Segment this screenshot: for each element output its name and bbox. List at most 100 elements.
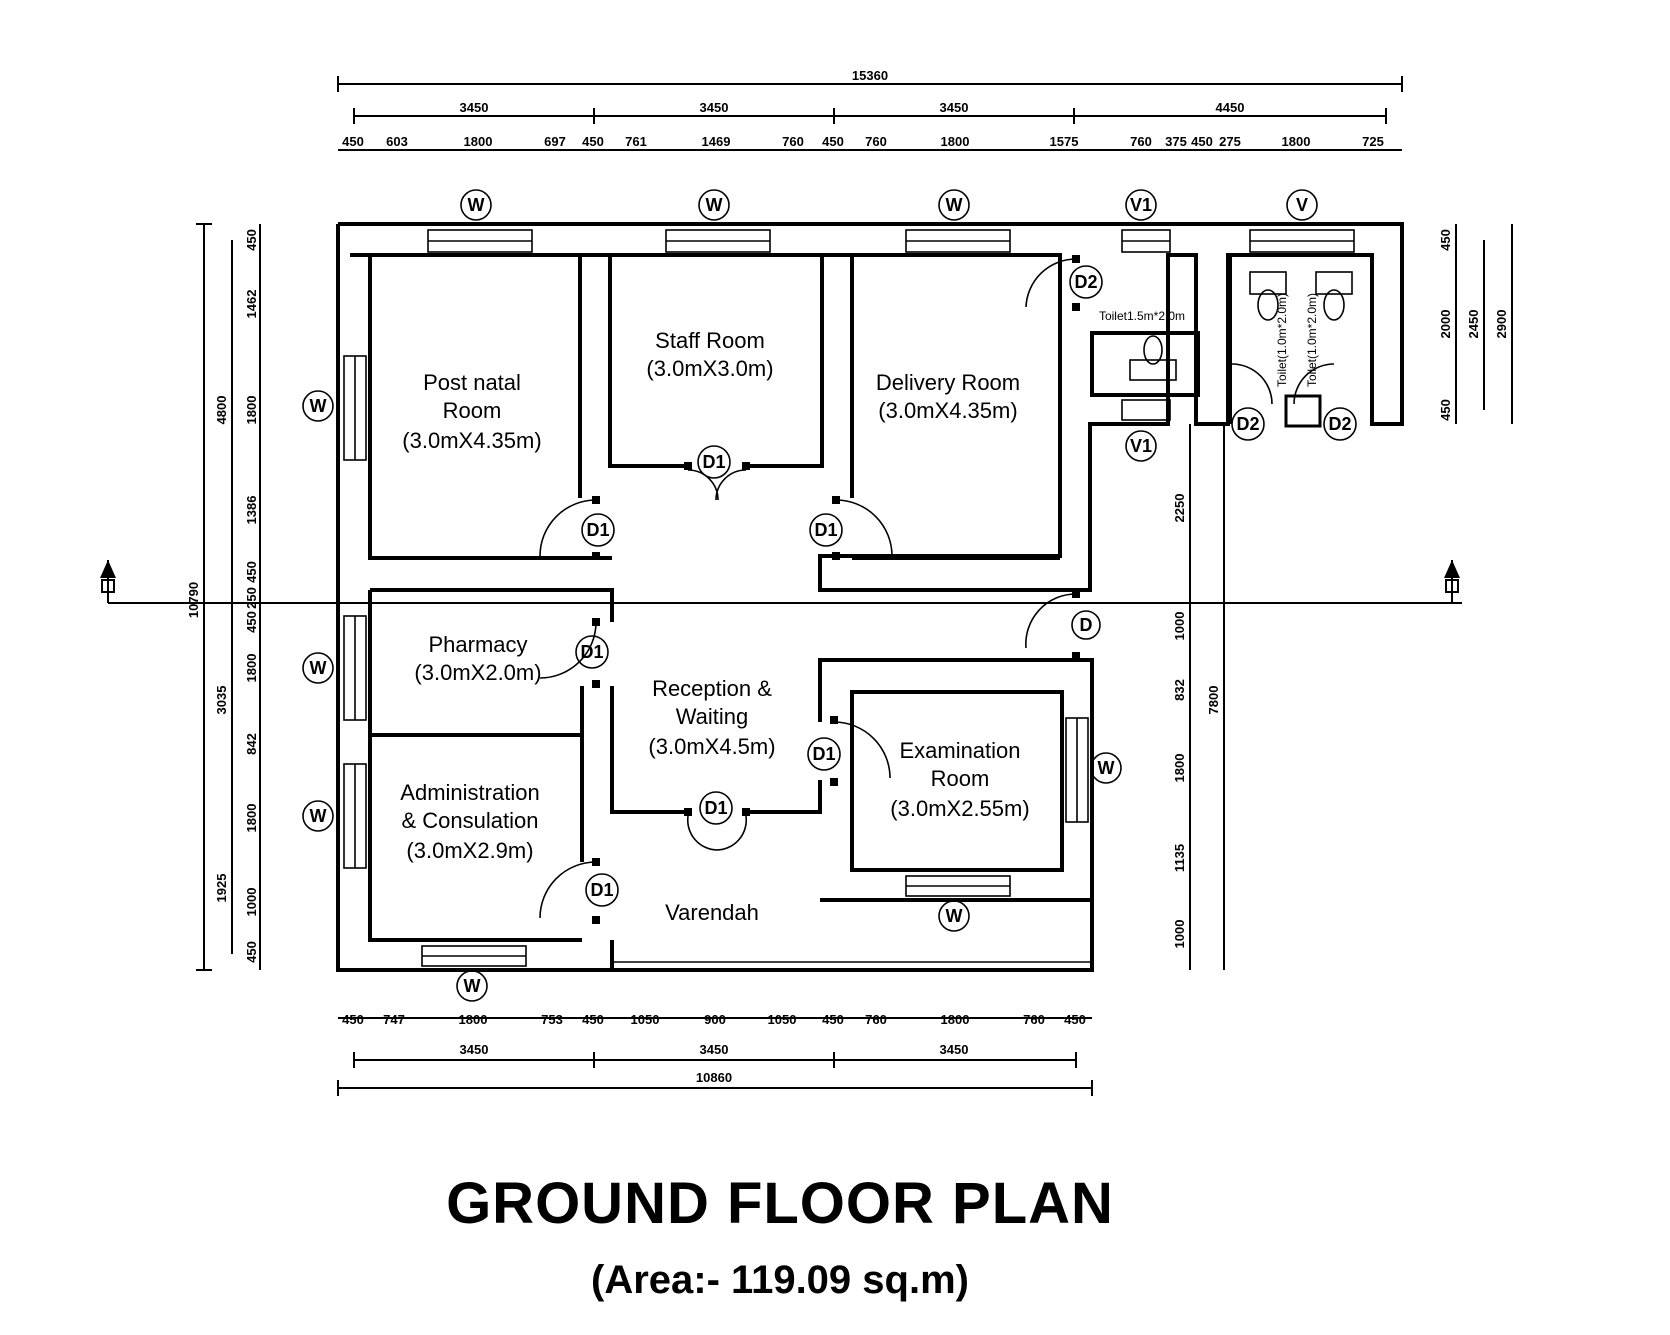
dim-toilet-detail-3: 450 bbox=[1438, 399, 1453, 421]
dim-bottom-overall: 10860 bbox=[696, 1070, 732, 1085]
room-delivery-name: Delivery Room bbox=[876, 370, 1020, 395]
dim-right-detail-4: 1800 bbox=[1172, 754, 1187, 783]
opening-tags: W W W V1 V V1 W W W W W W D1 D1 D1 D1 D1… bbox=[302, 189, 1357, 1002]
dim-bottom-detail-6: 1050 bbox=[631, 1012, 660, 1027]
room-toilet-small: Toilet1.5m*2.0m bbox=[1099, 309, 1185, 323]
dim-bottom-detail-4: 753 bbox=[541, 1012, 563, 1027]
dim-top-detail-2: 603 bbox=[386, 134, 408, 149]
dim-top-detail-10: 760 bbox=[865, 134, 887, 149]
dim-top-bay-4: 4450 bbox=[1216, 100, 1245, 115]
dim-top-detail-13: 760 bbox=[1130, 134, 1152, 149]
room-reception-size: (3.0mX4.5m) bbox=[648, 734, 775, 759]
dim-left-detail-4: 1386 bbox=[244, 496, 259, 525]
dim-left-detail-8: 1800 bbox=[244, 654, 259, 683]
tag-d2-3: D2 bbox=[1328, 414, 1351, 434]
dim-right-detail-6: 1000 bbox=[1172, 920, 1187, 949]
dim-top-detail-6: 761 bbox=[625, 134, 647, 149]
dim-top-detail-11: 1800 bbox=[941, 134, 970, 149]
room-examination-line2: Room bbox=[931, 766, 990, 791]
dim-bottom-detail-9: 450 bbox=[822, 1012, 844, 1027]
dim-left-lower-a: 3035 bbox=[214, 686, 229, 715]
room-admin-size: (3.0mX2.9m) bbox=[406, 838, 533, 863]
dim-bottom-detail-10: 760 bbox=[865, 1012, 887, 1027]
room-reception-line1: Reception & bbox=[652, 676, 772, 701]
dim-bottom-detail-11: 1800 bbox=[941, 1012, 970, 1027]
dim-toilet-detail-1: 450 bbox=[1438, 229, 1453, 251]
room-pharmacy-size: (3.0mX2.0m) bbox=[414, 660, 541, 685]
room-post-natal-size: (3.0mX4.35m) bbox=[402, 428, 541, 453]
dim-top-detail-3: 1800 bbox=[464, 134, 493, 149]
toilet-fixtures bbox=[1129, 271, 1353, 381]
dim-bottom-detail-13: 450 bbox=[1064, 1012, 1086, 1027]
dim-top-detail-18: 725 bbox=[1362, 134, 1384, 149]
dim-left-detail-1: 450 bbox=[244, 229, 259, 251]
room-delivery-size: (3.0mX4.35m) bbox=[878, 398, 1017, 423]
tag-d1-3: D1 bbox=[814, 520, 837, 540]
dim-left-detail: 450 1462 1800 1386 450 250 450 1800 842 … bbox=[244, 229, 259, 963]
tag-w-8: W bbox=[946, 906, 963, 926]
section-line bbox=[100, 560, 1462, 604]
dim-top-detail-12: 1575 bbox=[1050, 134, 1079, 149]
tag-v1-bottom: V1 bbox=[1130, 436, 1152, 456]
room-staff-name: Staff Room bbox=[655, 328, 765, 353]
dim-right-detail: 2250 1000 832 1800 1135 1000 bbox=[1172, 494, 1187, 949]
dim-top-detail-16: 275 bbox=[1219, 134, 1241, 149]
walls bbox=[336, 222, 1404, 972]
room-toilet-a: Toilet(1.0m*2.0m) bbox=[1275, 293, 1289, 387]
tag-w-9: W bbox=[464, 976, 481, 996]
dim-top-detail-15: 450 bbox=[1191, 134, 1213, 149]
tag-d2-2: D2 bbox=[1236, 414, 1259, 434]
dim-right-detail-5: 1135 bbox=[1172, 844, 1187, 872]
dim-top-detail: 450 603 1800 697 450 761 1469 760 450 76… bbox=[342, 134, 1384, 149]
windows bbox=[343, 229, 1355, 967]
dim-left-detail-7: 450 bbox=[244, 611, 259, 633]
dim-left-detail-5: 450 bbox=[244, 561, 259, 583]
dim-bottom-detail-2: 747 bbox=[383, 1012, 405, 1027]
tag-w-1: W bbox=[468, 195, 485, 215]
room-toilet-b: Toilet(1.0m*2.0m) bbox=[1305, 293, 1319, 387]
dim-toilet-mid: 2450 bbox=[1466, 310, 1481, 339]
dim-left-lower-b: 1925 bbox=[214, 874, 229, 903]
dim-left-upper: 4800 bbox=[214, 396, 229, 425]
dim-top-detail-4: 697 bbox=[544, 134, 566, 149]
plan-title: GROUND FLOOR PLAN bbox=[446, 1171, 1114, 1236]
dim-top-detail-7: 1469 bbox=[702, 134, 731, 149]
dim-left-detail-2: 1462 bbox=[244, 290, 259, 319]
tag-d1-5: D1 bbox=[812, 744, 835, 764]
room-post-natal-line1: Post natal bbox=[423, 370, 521, 395]
tag-d1-1: D1 bbox=[586, 520, 609, 540]
dim-top-bay-2: 3450 bbox=[700, 100, 729, 115]
dim-left-detail-12: 450 bbox=[244, 941, 259, 963]
dim-bottom-detail-12: 760 bbox=[1023, 1012, 1045, 1027]
tag-d1-7: D1 bbox=[590, 880, 613, 900]
tag-w-7: W bbox=[1098, 758, 1115, 778]
tag-d1-2: D1 bbox=[702, 452, 725, 472]
tag-w-2: W bbox=[706, 195, 723, 215]
dim-top-bay-1: 3450 bbox=[460, 100, 489, 115]
dim-right-overall: 7800 bbox=[1206, 686, 1221, 715]
dim-bottom-detail-5: 450 bbox=[582, 1012, 604, 1027]
tag-v1-top: V1 bbox=[1130, 195, 1152, 215]
dim-left-overall: 10790 bbox=[186, 582, 201, 618]
dim-top-detail-5: 450 bbox=[582, 134, 604, 149]
tag-w-3: W bbox=[946, 195, 963, 215]
dim-bottom-detail-8: 1050 bbox=[768, 1012, 797, 1027]
room-staff-size: (3.0mX3.0m) bbox=[646, 356, 773, 381]
dim-bottom-bay-1: 3450 bbox=[460, 1042, 489, 1057]
room-reception-line2: Waiting bbox=[676, 704, 749, 729]
tag-d: D bbox=[1080, 615, 1093, 635]
room-examination-line1: Examination bbox=[899, 738, 1020, 763]
tag-w-6: W bbox=[310, 806, 327, 826]
dim-toilet-overall: 2900 bbox=[1494, 310, 1509, 339]
room-admin-line1: Administration bbox=[400, 780, 539, 805]
dim-left-detail-10: 1800 bbox=[244, 804, 259, 833]
dim-top-detail-17: 1800 bbox=[1282, 134, 1311, 149]
dim-bottom-bay-2: 3450 bbox=[700, 1042, 729, 1057]
dim-right-detail-2: 1000 bbox=[1172, 612, 1187, 641]
dim-bottom-bay-3: 3450 bbox=[940, 1042, 969, 1057]
room-examination-size: (3.0mX2.55m) bbox=[890, 796, 1029, 821]
dim-top-overall: 15360 bbox=[852, 68, 888, 83]
dim-bottom-detail-1: 450 bbox=[342, 1012, 364, 1027]
dim-left-detail-6: 250 bbox=[244, 587, 259, 609]
